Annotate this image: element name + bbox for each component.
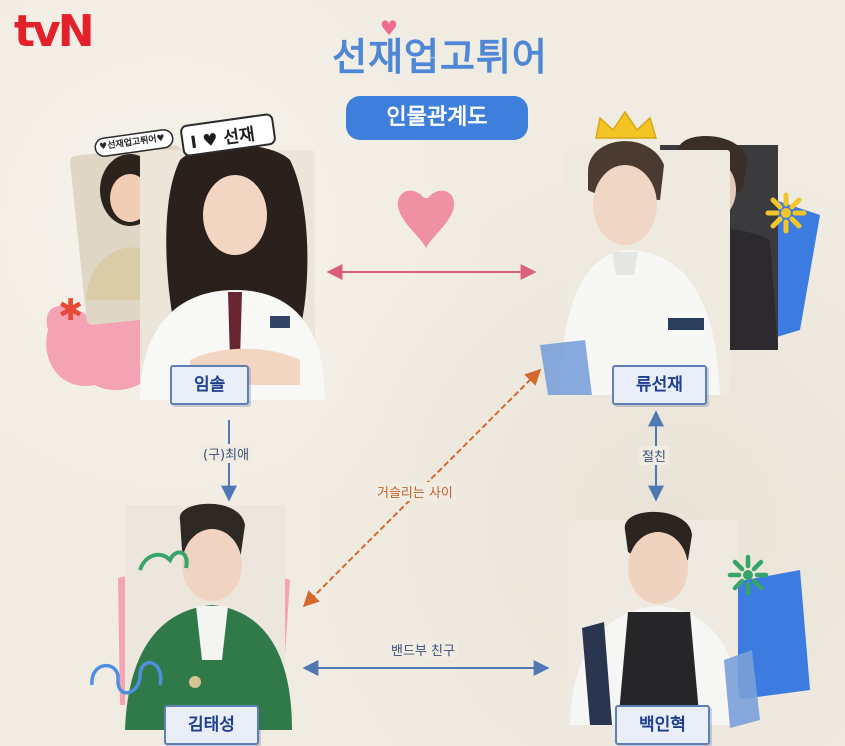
name-label-imsol: 임솔 (170, 365, 250, 405)
name-label-inhyuk: 백인혁 (615, 705, 710, 745)
rel-label-taeseong-inhyuk: 밴드부 친구 (388, 640, 458, 659)
fan-banner-sticker (94, 129, 174, 157)
squiggle-icon (90, 660, 163, 695)
rel-label-seonjae-inhyuk: 절친 (639, 446, 669, 465)
crown-icon (595, 110, 658, 139)
name-label-seonjae: 류선재 (612, 365, 707, 405)
leaf-icon (138, 550, 189, 571)
taeseong-portrait (118, 503, 292, 730)
rel-label-imsol-taeseong: (구)최애 (200, 444, 253, 463)
imsol-portrait (46, 145, 325, 400)
seonjae-portrait (540, 136, 820, 395)
diagram-title: 선재업고튀어 (332, 35, 548, 79)
inhyuk-portrait (568, 511, 810, 728)
rel-label-taeseong-seonjae: 거슬리는 사이 (374, 482, 456, 501)
sparkle-icon: ✱ (58, 293, 83, 328)
tvn-logo: tvN (14, 6, 95, 57)
burst-icon (727, 554, 769, 596)
name-label-taeseong: 김태성 (164, 705, 259, 745)
diagram-subtitle: 인물관계도 (346, 96, 528, 140)
love-heart-icon (397, 190, 455, 248)
fan-sign-sticker (180, 113, 276, 157)
flower-icon (765, 192, 807, 234)
title-heart-icon: ♥ (380, 16, 398, 40)
